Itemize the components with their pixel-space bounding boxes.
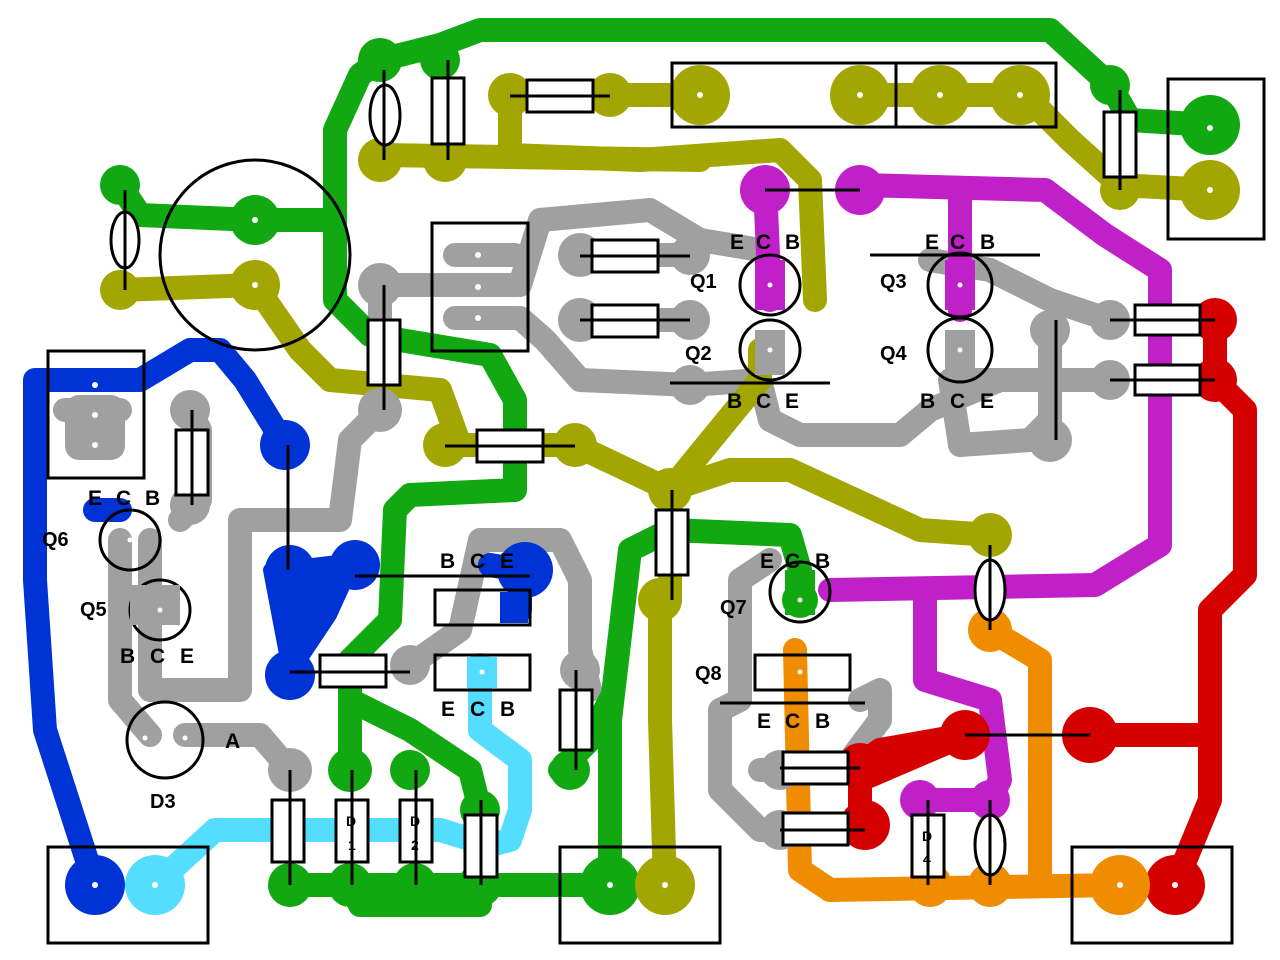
q1-pin-c: C — [756, 231, 771, 254]
q8-pin-b: B — [815, 710, 830, 733]
transistor-bodies — [98, 251, 994, 780]
q6-pin-c: C — [116, 487, 131, 510]
d3-anode-label: A — [225, 730, 240, 753]
q1-pin-b: B — [785, 231, 800, 254]
q5-pin-e: E — [180, 645, 194, 668]
q6-pin-b: B — [145, 487, 160, 510]
mid-lower-pin-b: B — [500, 698, 515, 721]
q1-pin-e: E — [730, 231, 744, 254]
q3-pin-c: C — [950, 231, 965, 254]
mid-upper-pin-c: C — [470, 550, 485, 573]
q4-pin-c: C — [950, 390, 965, 413]
d4-label-line1: D — [922, 828, 932, 844]
labels: Q1 E C B Q2 B C E Q3 E C B Q4 B C E Q6 E… — [42, 231, 995, 867]
q3-pin-b: B — [980, 231, 995, 254]
d2-label-line2: 2 — [411, 837, 419, 853]
q2-label: Q2 — [685, 343, 712, 365]
d1-label-line2: 1 — [348, 837, 356, 853]
q4-pin-e: E — [980, 390, 994, 413]
q4-pin-b: B — [920, 390, 935, 413]
q2-pin-b: B — [727, 390, 742, 413]
d1-label-line1: D — [346, 813, 356, 829]
q6-label: Q6 — [42, 529, 69, 551]
q5-pin-c: C — [150, 645, 165, 668]
q2-pin-e: E — [785, 390, 799, 413]
leads — [123, 60, 1215, 885]
q8-pin-e: E — [757, 710, 771, 733]
mid-lower-pin-e: E — [441, 698, 455, 721]
q2-pin-c: C — [756, 390, 771, 413]
q4-label: Q4 — [880, 343, 908, 365]
outlines — [46, 61, 1266, 945]
drill-holes — [92, 92, 1213, 888]
q3-label: Q3 — [880, 271, 907, 293]
q8-pin-c: C — [785, 710, 800, 733]
q6-pin-e: E — [88, 487, 102, 510]
q7-pin-e: E — [760, 550, 774, 573]
d4-label-line2: 4 — [923, 851, 931, 867]
q8-label: Q8 — [695, 663, 722, 685]
q3-pin-e: E — [925, 231, 939, 254]
q1-label: Q1 — [690, 271, 717, 293]
d3-label: D3 — [150, 791, 176, 813]
d2-label-line1: D — [410, 813, 420, 829]
mid-upper-pin-b: B — [440, 550, 455, 573]
q7-label: Q7 — [720, 597, 747, 619]
q7-pin-c: C — [785, 550, 800, 573]
q5-pin-b: B — [120, 645, 135, 668]
q7-pin-b: B — [815, 550, 830, 573]
q5-label: Q5 — [80, 599, 107, 621]
mid-upper-pin-e: E — [500, 550, 514, 573]
mid-lower-pin-c: C — [470, 698, 485, 721]
